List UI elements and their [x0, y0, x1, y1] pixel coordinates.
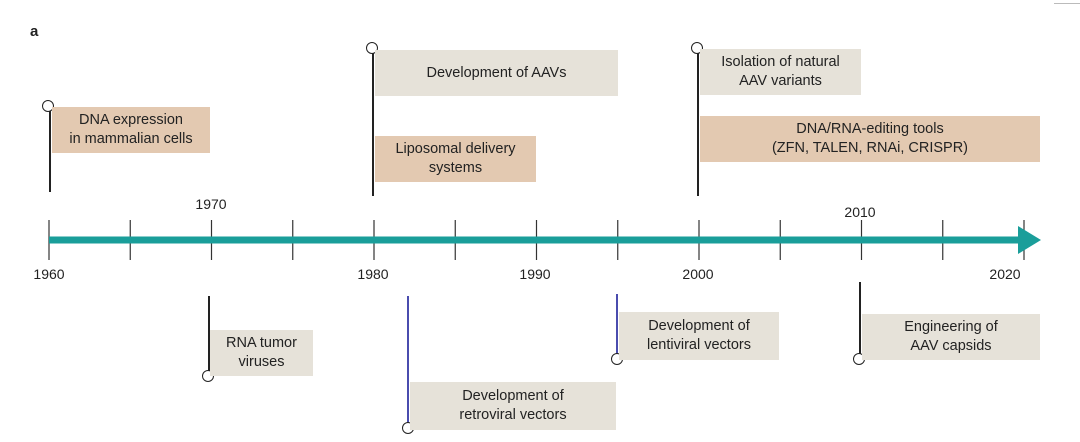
year-label-2010: 2010 [844, 204, 876, 220]
dna-expression-marker [42, 100, 54, 112]
capsids-box: Engineering of AAV capsids [862, 314, 1040, 360]
dna-expression-box: DNA expression in mammalian cells [52, 107, 210, 153]
panel-label: a [30, 23, 39, 40]
rna-tumor-label: RNA tumor viruses [226, 335, 297, 370]
aav-dev-stem [372, 50, 374, 196]
year-label-1970: 1970 [195, 196, 227, 212]
year-label-1960: 1960 [33, 266, 65, 282]
aav-dev-box: Development of AAVs [375, 50, 618, 96]
natural-aav-label: Isolation of natural AAV variants [721, 54, 840, 89]
rna-tumor-box: RNA tumor viruses [210, 330, 313, 376]
retroviral-stem [407, 296, 409, 424]
lentiviral-label: Development of lentiviral vectors [647, 318, 751, 353]
year-label-1980: 1980 [357, 266, 389, 282]
capsids-stem [859, 282, 861, 358]
year-label-2020: 2020 [989, 266, 1021, 282]
dna-expression-stem [49, 108, 51, 192]
liposomal-label: Liposomal delivery systems [395, 141, 516, 176]
retroviral-label: Development of retroviral vectors [459, 388, 567, 423]
liposomal-box: Liposomal delivery systems [375, 136, 536, 182]
editing-tools-box: DNA/RNA-editing tools (ZFN, TALEN, RNAi,… [700, 116, 1040, 162]
natural-aav-box: Isolation of natural AAV variants [700, 49, 861, 95]
year-label-2000: 2000 [682, 266, 714, 282]
editing-tools-label: DNA/RNA-editing tools (ZFN, TALEN, RNAi,… [771, 121, 969, 156]
lentiviral-box: Development of lentiviral vectors [619, 312, 779, 360]
lentiviral-stem [616, 294, 618, 356]
capsids-label: Engineering of AAV capsids [904, 319, 998, 354]
natural-aav-stem [697, 50, 699, 196]
corner-divider [1054, 3, 1080, 4]
timeline-arrowhead [1018, 226, 1041, 254]
retroviral-box: Development of retroviral vectors [410, 382, 616, 430]
year-label-1990: 1990 [519, 266, 551, 282]
aav-dev-label: Development of AAVs [426, 64, 567, 81]
rna-tumor-stem [208, 296, 210, 376]
dna-expression-label: DNA expression in mammalian cells [69, 112, 193, 147]
